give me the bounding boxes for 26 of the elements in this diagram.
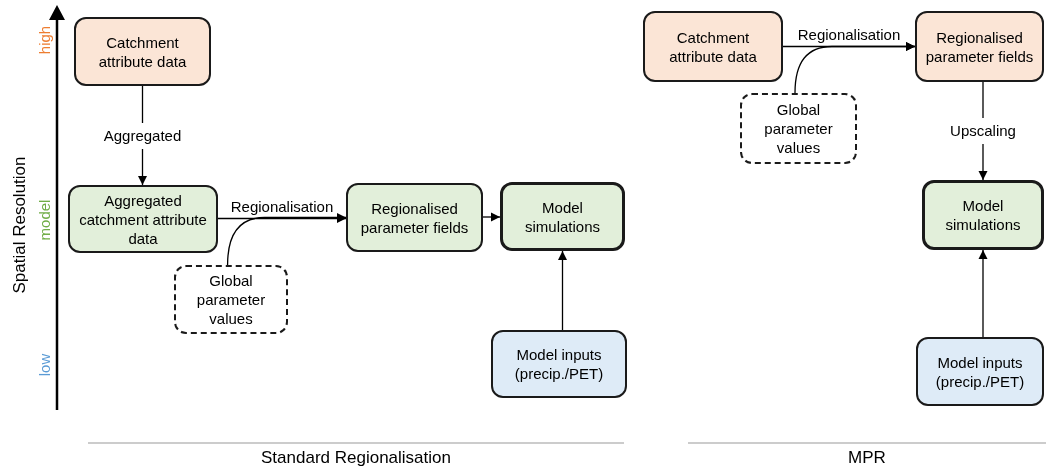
- axis-level-label: high: [34, 25, 54, 55]
- data-box: Regionalised parameter fields: [915, 11, 1044, 82]
- arrow: [557, 250, 568, 331]
- arrow: [978, 249, 988, 338]
- parameter-box: Global parameter values: [740, 93, 857, 164]
- axis-title: Spatial Resolution: [9, 156, 31, 294]
- axis-level-label: model: [34, 199, 54, 241]
- edge-label: Regionalisation: [797, 25, 901, 44]
- edge-label: Regionalisation: [230, 197, 334, 216]
- data-box: Catchment attribute data: [74, 17, 211, 86]
- arrow: [794, 41, 916, 94]
- data-box: Catchment attribute data: [643, 11, 783, 82]
- edge-label: Upscaling: [948, 118, 1018, 144]
- output-box: Model simulations: [922, 180, 1044, 250]
- parameter-box: Global parameter values: [174, 265, 288, 334]
- panel-caption: MPR: [848, 447, 886, 469]
- axis-level-label: low: [34, 353, 54, 377]
- input-box: Model inputs (precip./PET): [491, 330, 627, 398]
- process-box: Aggregated catchment attribute data: [68, 185, 218, 253]
- process-box: Regionalised parameter fields: [346, 183, 483, 252]
- input-box: Model inputs (precip./PET): [916, 337, 1044, 406]
- arrow: [482, 212, 501, 222]
- output-box: Model simulations: [500, 182, 625, 251]
- edge-label: Aggregated: [101, 122, 184, 149]
- panel-caption: Standard Regionalisation: [261, 447, 451, 469]
- arrow: [226, 212, 347, 266]
